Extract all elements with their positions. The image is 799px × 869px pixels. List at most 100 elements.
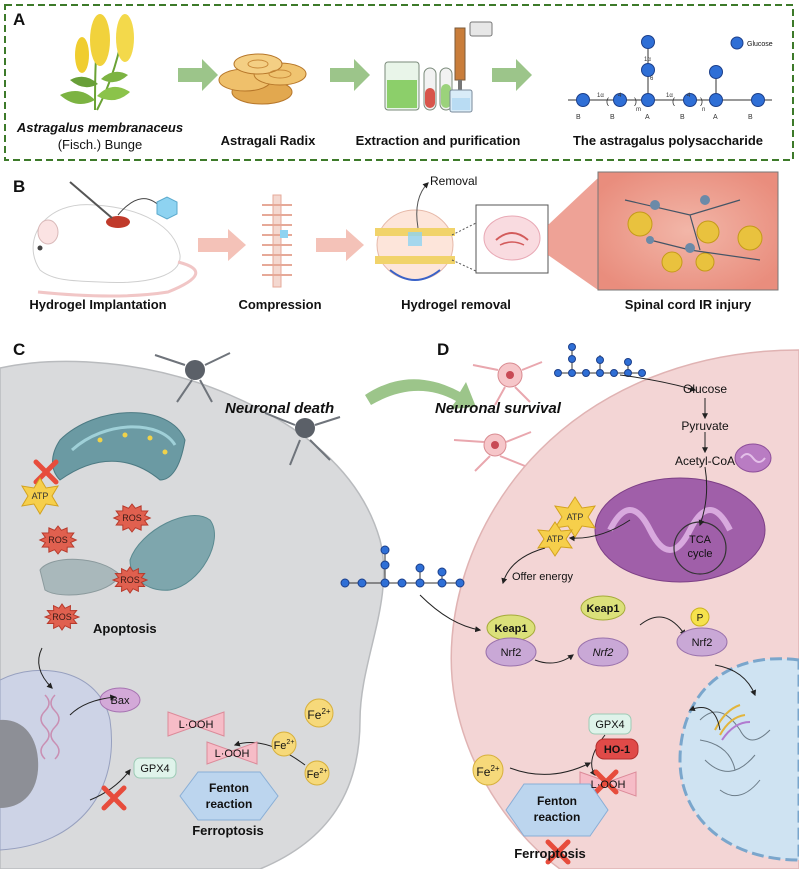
pyruvate-label: Pyruvate [681, 419, 729, 433]
glucose-dot [437, 578, 447, 588]
fe-ion [472, 754, 504, 786]
keap-release-arrow [534, 654, 574, 664]
pink-neuron-icon [453, 361, 543, 472]
ros-label: ROS [48, 535, 68, 545]
extraction-label: Extraction and purification [356, 133, 521, 148]
death-to-survival-arrow [365, 379, 476, 409]
ros-burst [111, 566, 149, 594]
rat-icon [32, 181, 198, 298]
flow-arrow-2 [330, 59, 370, 91]
glucose-dot [397, 578, 407, 588]
glucose-dot [357, 578, 367, 588]
bond-label: 1α [666, 93, 673, 99]
glucose-dot [415, 563, 425, 573]
neuronal-survival-title: Neuronal survival [435, 400, 562, 417]
dna-strands-d [714, 704, 746, 736]
polysaccharide-chain-d [554, 343, 646, 377]
flow-arrow-b1 [198, 229, 246, 261]
dna-icon [40, 694, 60, 760]
nucleolus-c [0, 719, 39, 808]
glucose-dot [576, 93, 590, 107]
polysaccharide-structure: ( ) ( ) [568, 48, 772, 106]
fenton-hex-d [505, 783, 609, 837]
cross-icon [101, 785, 127, 811]
gpx4-box-c [133, 757, 177, 779]
chromatin-icon [699, 711, 771, 797]
nrf2-blob [485, 637, 537, 667]
plant-name-label: Astragalus membranaceus [16, 120, 183, 135]
glucose-dot [554, 369, 562, 377]
spinal-column-icon [262, 194, 292, 288]
nucleus-d [678, 657, 799, 862]
unit-label: B [748, 114, 753, 121]
ir-injury-label: Spinal cord IR injury [625, 297, 752, 312]
glucose-dot [380, 560, 390, 570]
nrf2-label: Nrf2 [501, 647, 522, 659]
plant-author-label: (Fisch.) Bunge [58, 137, 143, 152]
looh-shape [167, 711, 225, 737]
atp-burst-d2 [537, 521, 573, 557]
glucose-dot [624, 358, 632, 366]
glucose-dot [568, 343, 576, 351]
ros-burst [43, 603, 81, 631]
big-mitochondrion-icon [594, 477, 766, 583]
bax-blob [99, 687, 141, 713]
glucose-dot [380, 578, 390, 588]
glucose-dot [709, 65, 723, 79]
hydrogel-removal-icon [375, 182, 479, 281]
glucose-dot [641, 35, 655, 49]
arrow-c1 [38, 647, 53, 689]
offer-energy-label: Offer energy [512, 571, 573, 583]
glucose-dot [709, 93, 723, 107]
atp-out-arrow [568, 519, 631, 542]
fe-label-d: Fe2+ [476, 764, 499, 779]
poly-to-keap-arrow [419, 594, 482, 633]
ros-label: ROS [120, 575, 140, 585]
acetyl-coa-label: Acetyl-CoA [675, 454, 735, 468]
glucose-dot [596, 369, 604, 377]
implantation-label: Hydrogel Implantation [29, 297, 166, 312]
glucose-dot [596, 356, 604, 364]
looh-shape [206, 741, 258, 765]
fe-ion [271, 731, 297, 757]
nrf2-label: Nrf2 [692, 637, 713, 649]
looh-label: L·OOH [179, 719, 214, 731]
radix-slices-icon [218, 53, 307, 105]
ros-burst [112, 503, 152, 533]
panel-label-d: D [437, 340, 449, 359]
fe-label: Fe2+ [307, 707, 330, 722]
bax-label: Bax [111, 695, 130, 707]
looh-label: L·OOH [215, 748, 250, 760]
atp-burst-c [21, 477, 59, 515]
glucose-dot [751, 93, 765, 107]
nrf2-p [676, 627, 728, 657]
ferroptosis-label-c: Ferroptosis [192, 823, 264, 838]
glucose-dot [568, 355, 576, 363]
flow-arrow-1 [178, 59, 218, 91]
reaction-label-d: reaction [534, 810, 581, 824]
bond-label: 1α [597, 93, 604, 99]
nrf2-label: Nrf2 [593, 647, 614, 659]
panel-label-b: B [13, 177, 25, 196]
cross-icon [545, 839, 571, 865]
mitochondrion-icon [52, 412, 186, 481]
keap1-label: Keap1 [586, 603, 619, 615]
nucleus-c [0, 669, 112, 851]
cross-icon [593, 769, 619, 795]
unit-label: A [713, 114, 718, 121]
tca-arrow [698, 466, 708, 527]
grey-neuron-icon [154, 352, 341, 466]
atp-label-d2: ATP [547, 534, 564, 544]
cross-section-icon [483, 215, 541, 261]
small-mitochondrion-icon [734, 443, 772, 473]
glucose-label: Glucose [683, 382, 727, 396]
nrf2-nucleus-arrow [714, 664, 757, 697]
fe-label: Fe2+ [307, 768, 328, 781]
svg-text:(: ( [672, 96, 675, 106]
ferroptosis-label-d: Ferroptosis [514, 846, 586, 861]
nrf2-phospho-arrow [639, 616, 686, 636]
polysaccharide-label: The astragalus polysaccharide [573, 133, 763, 148]
removal-arrow-label: Removal [430, 174, 477, 188]
fe-ion [304, 760, 330, 786]
